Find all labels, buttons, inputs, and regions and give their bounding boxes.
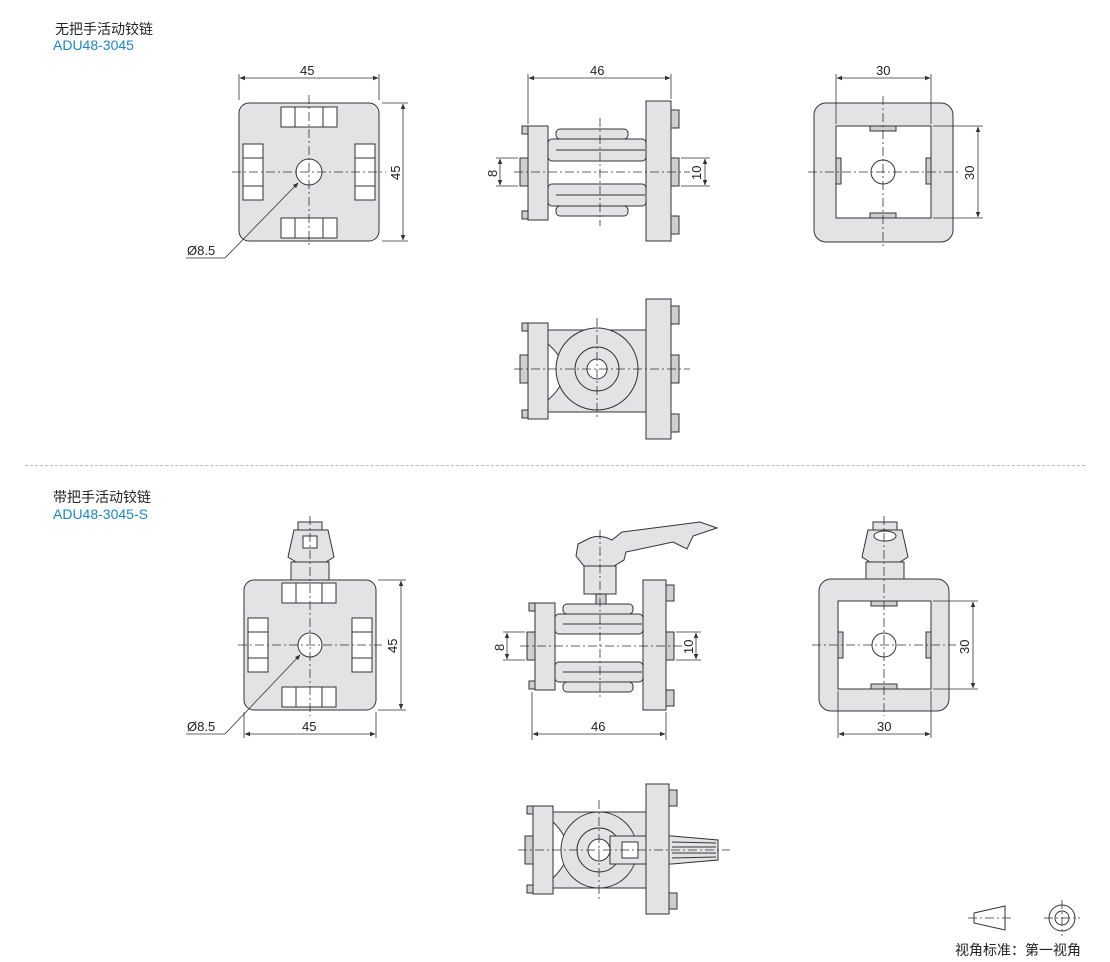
top-back-width-dim: 30 [876, 63, 890, 78]
bottom-front-dimensions: 45 45 Ø8.5 [186, 579, 406, 738]
bottom-front-width-dim: 45 [302, 719, 316, 734]
section-code-with-handle: ADU48-3045-S [53, 506, 148, 522]
top-side-view [514, 100, 690, 242]
bottom-back-dimensions: 30 30 [837, 600, 978, 738]
section-code-without-handle: ADU48-3045 [53, 37, 134, 53]
bottom-back-width-dim: 30 [877, 719, 891, 734]
section-title-without-handle: 无把手活动铰链 [55, 21, 153, 37]
bottom-side-right-dim: 10 [681, 640, 696, 654]
bottom-back-height-dim: 30 [957, 640, 972, 654]
bottom-bottom-view [518, 783, 730, 915]
bottom-front-height-dim: 45 [385, 639, 400, 653]
section-title-with-handle: 带把手活动铰链 [53, 489, 151, 505]
top-side-right-dim: 10 [689, 166, 704, 180]
bottom-hole-dim: Ø8.5 [187, 719, 215, 734]
top-back-view [808, 96, 960, 248]
top-side-left-dim: 8 [485, 170, 500, 177]
top-bottom-view [514, 298, 690, 440]
bottom-back-view [812, 516, 956, 716]
top-back-height-dim: 30 [962, 166, 977, 180]
top-front-height-dim: 45 [388, 166, 403, 180]
top-back-dimensions: 30 30 [835, 63, 983, 219]
top-front-width-dim: 45 [300, 63, 314, 78]
bottom-side-view [520, 521, 719, 711]
top-front-dimensions: 45 45 Ø8.5 [186, 63, 408, 259]
bottom-side-dimensions: 8 10 46 [492, 631, 701, 740]
section-divider [25, 465, 1085, 466]
bottom-front-view [238, 516, 382, 716]
top-side-dimensions: 46 8 10 [485, 63, 710, 187]
bottom-side-width-dim: 46 [591, 719, 605, 734]
bottom-side-left-dim: 8 [492, 644, 507, 651]
top-hole-dim: Ø8.5 [187, 243, 215, 258]
first-angle-projection-icon [968, 900, 1080, 936]
top-front-view [232, 95, 386, 248]
projection-standard-label: 视角标准：第一视角 [955, 942, 1081, 958]
top-side-width-dim: 46 [590, 63, 604, 78]
